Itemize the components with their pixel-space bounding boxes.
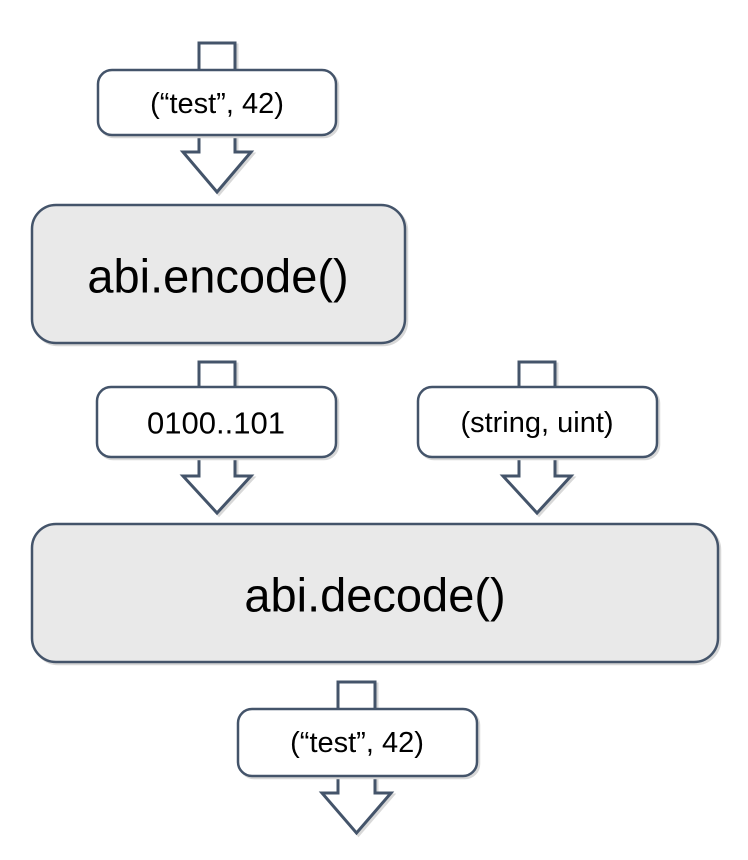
node-output-value-box [236,707,479,778]
node-encoded-bytes-box [95,385,338,459]
node-input-value-label: (“test”, 42) [150,88,284,120]
node-output-value-label: (“test”, 42) [290,727,424,759]
node-type-tuple-label: (string, uint) [460,407,613,439]
node-encoded-bytes-label: 0100..101 [147,406,285,441]
node-abi-decode-label: abi.decode() [244,569,505,622]
node-input-value-box [96,68,338,137]
node-abi-encode-box [30,203,407,345]
node-abi-decode-box [30,522,720,664]
node-type-tuple-box [416,385,659,459]
node-abi-encode-label: abi.encode() [87,250,348,303]
